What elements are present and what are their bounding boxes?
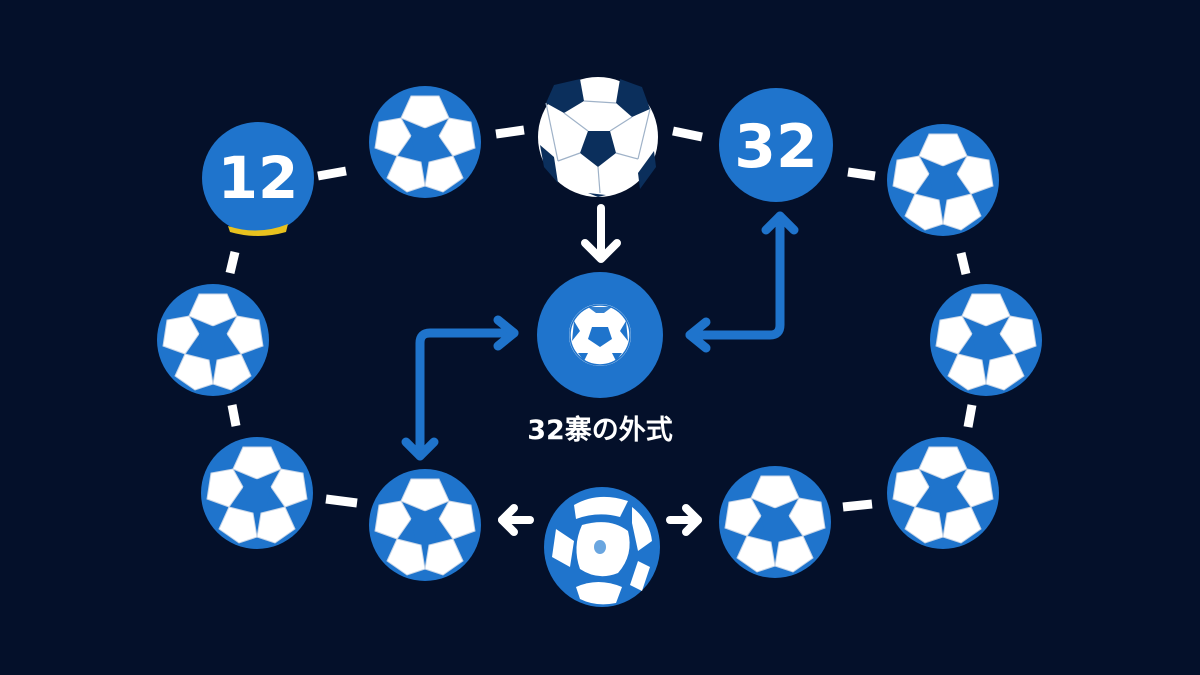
connector <box>963 404 977 428</box>
node-12-badge[interactable]: 12 <box>202 122 314 236</box>
connector <box>495 125 525 139</box>
arrow-bottom-right <box>666 504 702 536</box>
soccer-ball-icon[interactable] <box>718 465 832 579</box>
soccer-ball-icon[interactable] <box>929 283 1043 397</box>
arrow-top-to-hub <box>581 204 621 263</box>
soccer-ball-icon[interactable] <box>886 123 1000 237</box>
hub-node[interactable] <box>537 272 663 398</box>
connector <box>227 404 241 427</box>
badge-number-12: 12 <box>218 144 299 212</box>
soccer-ball-icon[interactable] <box>200 436 314 550</box>
soccer-ball-icon[interactable] <box>886 436 1000 550</box>
center-label: 32寨の外式 <box>527 415 673 446</box>
soccer-ball-icon[interactable] <box>368 468 482 582</box>
underline-accent <box>228 224 288 236</box>
arrow-bottom-left <box>498 504 534 536</box>
connector <box>842 499 873 512</box>
soccer-ball-icon <box>569 304 631 366</box>
soccer-ball-icon[interactable] <box>368 85 482 199</box>
ring-connectors <box>225 125 977 512</box>
node-32-badge[interactable]: 32 <box>719 88 833 202</box>
arrow-bottomleft-to-hub <box>401 315 519 461</box>
connector <box>225 250 240 275</box>
soccer-ball-dark-icon[interactable] <box>537 76 659 198</box>
connector <box>847 167 876 181</box>
connector <box>317 166 347 181</box>
connector <box>325 494 358 508</box>
soccer-ball-distorted-icon[interactable] <box>544 487 660 607</box>
badge-number-32: 32 <box>734 112 818 182</box>
soccer-ball-icon[interactable] <box>156 283 270 397</box>
connector <box>956 251 971 276</box>
arrow-hub-to-32 <box>685 211 799 353</box>
connector <box>672 126 703 142</box>
